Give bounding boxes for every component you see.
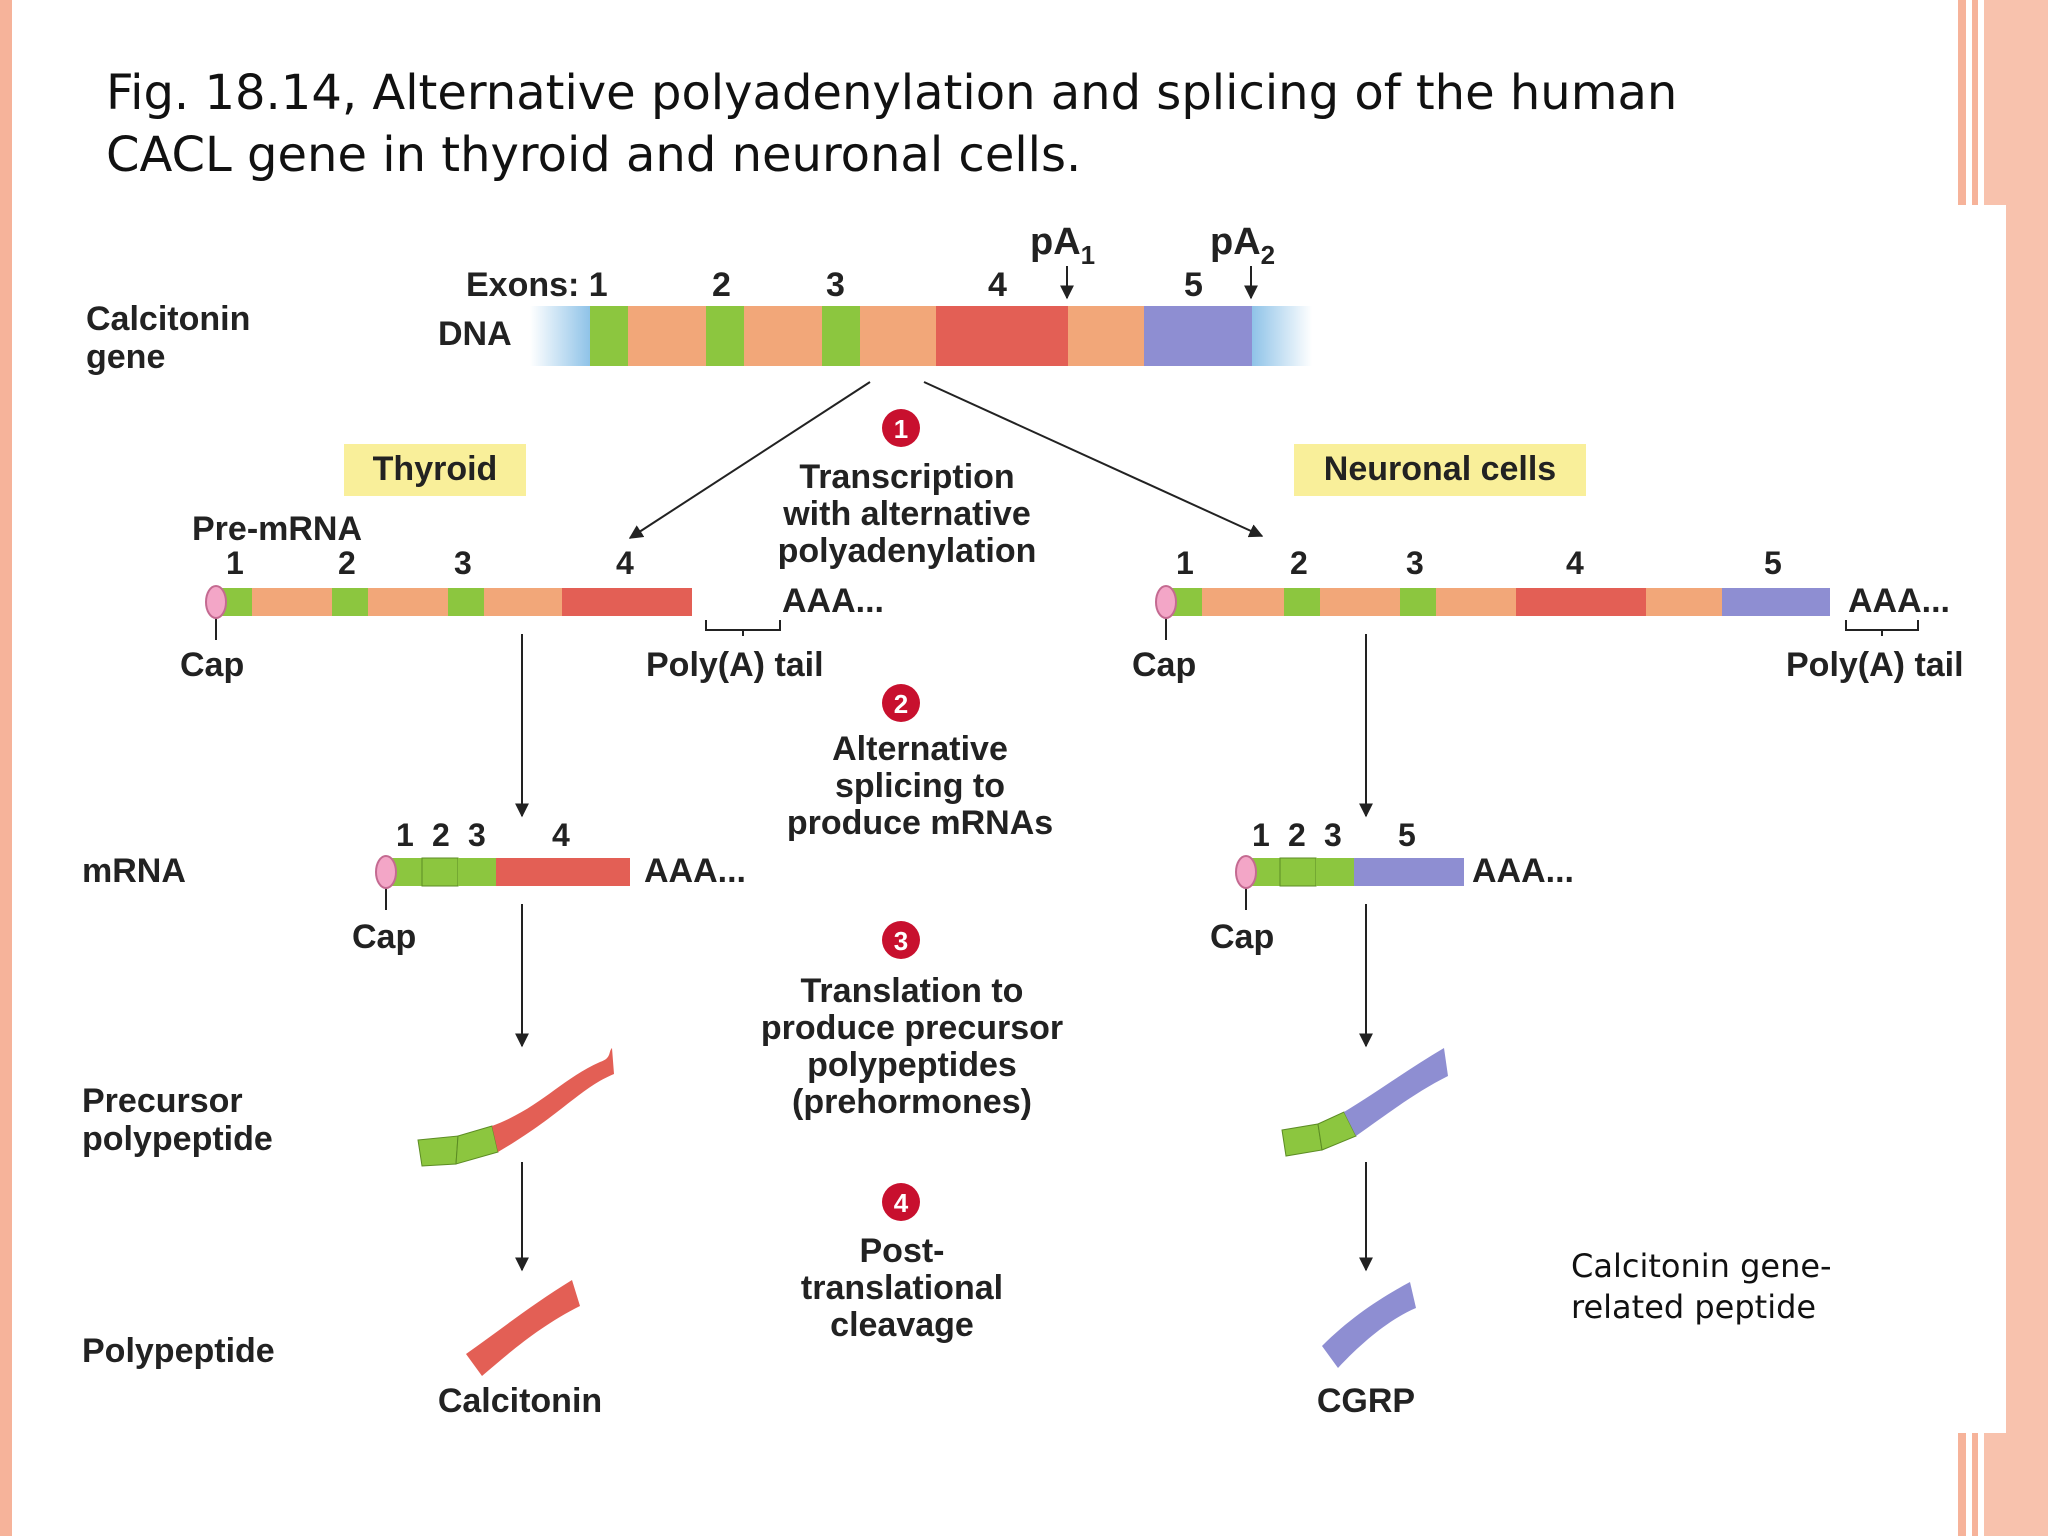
caption-line-2: related peptide (1571, 1288, 1817, 1326)
neuronal-mrna-aaa: AAA... (1472, 852, 1574, 890)
polypeptide-row-label: Polypeptide (82, 1332, 275, 1370)
neuronal-mrna-cap-icon (1235, 855, 1257, 889)
step-1-number: 1 (894, 414, 908, 444)
thyroid-mrna-exon-2: 2 (432, 817, 450, 853)
thyroid-aaa: AAA... (782, 582, 884, 620)
dna-label: DNA (438, 315, 512, 353)
thyroid-polya-label: Poly(A) tail (646, 646, 824, 684)
thyroid-polya-bracket (705, 620, 781, 636)
exon-number-5: 5 (1184, 266, 1203, 304)
pa1-label: pA1 (1030, 221, 1095, 270)
calcitonin-product-label: Calcitonin (438, 1382, 602, 1420)
thyroid-pre-exon-1: 1 (226, 545, 244, 581)
neuronal-mrna-exon-3: 3 (1324, 817, 1342, 853)
neuronal-pre-exon-2: 2 (1290, 545, 1308, 581)
cgrp-polypeptide (1322, 1282, 1416, 1368)
pa2-label: pA2 (1210, 221, 1275, 270)
neuronal-label-bg (1294, 444, 1586, 496)
exon-number-4: 4 (988, 266, 1007, 304)
neuronal-pre-exon-5: 5 (1764, 545, 1782, 581)
neuronal-label: Neuronal cells (1324, 450, 1556, 488)
neuronal-mrna-exon-2: 2 (1288, 817, 1306, 853)
neuronal-pre-exon-4: 4 (1566, 545, 1584, 581)
step-3-number: 3 (894, 926, 908, 956)
neuronal-branch-arrow (923, 381, 1264, 538)
thyroid-pre-exon-4: 4 (616, 545, 634, 581)
cgrp-product-label: CGRP (1317, 1382, 1415, 1420)
step-1-badge (882, 409, 920, 447)
thyroid-pre-mrna (218, 588, 692, 616)
dna-strand (530, 306, 1312, 366)
thyroid-mrna-exon-1: 1 (396, 817, 414, 853)
neuronal-mrna-exon-5: 5 (1398, 817, 1416, 853)
neuronal-cap-label: Cap (1132, 646, 1196, 684)
neuronal-pre-mrna (1168, 588, 1830, 616)
neuronal-cap-icon (1155, 585, 1177, 619)
neuronal-pre-exon-3: 3 (1406, 545, 1424, 581)
exons-label: Exons: 1 (466, 266, 608, 304)
calcitonin-polypeptide (466, 1280, 580, 1376)
thyroid-pre-exon-3: 3 (454, 545, 472, 581)
neuronal-precursor-polypeptide (1281, 1048, 1448, 1157)
thyroid-cap-icon (205, 585, 227, 619)
step-4-badge (882, 1183, 920, 1221)
thyroid-mrna-exon-4: 4 (552, 817, 570, 853)
caption-line-1: Calcitonin gene- (1571, 1247, 1832, 1285)
thyroid-label-bg (344, 444, 526, 496)
neuronal-mrna-exon-1: 1 (1252, 817, 1270, 853)
step-3-badge (882, 921, 920, 959)
thyroid-mrna-aaa: AAA... (644, 852, 746, 890)
exon-number-3: 3 (826, 266, 845, 304)
step-2-badge (882, 684, 920, 722)
thyroid-mrna-cap-label: Cap (352, 918, 416, 956)
neuronal-polya-label: Poly(A) tail (1786, 646, 1964, 684)
thyroid-cap-label: Cap (180, 646, 244, 684)
title-line-2: CACL gene in thyroid and neuronal cells. (106, 127, 1082, 183)
thyroid-pre-exon-2: 2 (338, 545, 356, 581)
slide-border-stripe (0, 0, 12, 1536)
step-2-number: 2 (894, 689, 908, 719)
neuronal-polya-bracket (1845, 620, 1919, 636)
neuronal-aaa: AAA... (1848, 582, 1950, 620)
thyroid-mrna-cap-icon (375, 855, 397, 889)
figure-panel (1940, 205, 2006, 1433)
neuronal-pre-exon-1: 1 (1176, 545, 1194, 581)
thyroid-label: Thyroid (373, 450, 498, 488)
exon-number-2: 2 (712, 266, 731, 304)
thyroid-precursor-polypeptide (417, 1048, 614, 1167)
thyroid-branch-arrow (628, 381, 871, 539)
title-line-1: Fig. 18.14, Alternative polyadenylation … (106, 65, 1678, 121)
mrna-row-label: mRNA (82, 852, 186, 890)
thyroid-mrna (388, 857, 630, 887)
slide-title: Fig. 18.14, Alternative polyadenylation … (106, 62, 1906, 186)
thyroid-mrna-exon-3: 3 (468, 817, 486, 853)
cgrp-caption: Calcitonin gene- related peptide (1571, 1246, 1871, 1328)
step-4-number: 4 (894, 1188, 909, 1218)
neuronal-mrna (1246, 857, 1464, 887)
neuronal-mrna-cap-label: Cap (1210, 918, 1274, 956)
pre-mrna-label: Pre-mRNA (192, 510, 362, 548)
